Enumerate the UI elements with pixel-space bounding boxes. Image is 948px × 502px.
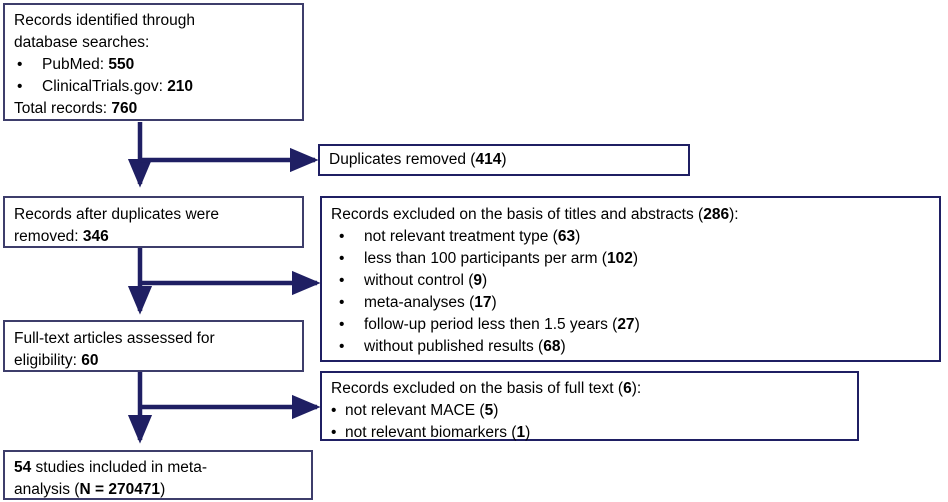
records-after-duplicates-value: 346 <box>82 228 109 245</box>
reason-suffix-2: ) <box>482 272 488 289</box>
excluded-titles-abstracts-box: Records excluded on the basis of titles … <box>320 196 941 362</box>
bullet-icon: • <box>17 78 23 95</box>
records-identified-box: Records identified through database sear… <box>3 3 304 121</box>
reason-label-4: follow-up period less then 1.5 years ( <box>364 316 618 333</box>
total-records-label: Total records: <box>14 100 112 117</box>
excluded-full-text-header: Records excluded on the basis of full te… <box>331 378 849 400</box>
studies-included-count: 54 <box>14 459 32 476</box>
bullet-icon: • <box>339 316 345 333</box>
excluded-titles-header-prefix: Records excluded on the basis of titles … <box>331 206 704 223</box>
records-identified-total: Total records: 760 <box>14 98 294 120</box>
bullet-icon: • <box>339 272 345 289</box>
duplicates-removed-value: 414 <box>475 151 502 168</box>
excluded-titles-reasons-list: • not relevant treatment type (63) • les… <box>331 226 931 358</box>
ft-reason-label-0: not relevant MACE ( <box>345 402 485 419</box>
records-after-duplicates-line-2: removed: 346 <box>14 226 294 248</box>
excluded-full-text-reasons-list: • not relevant MACE (5) • not relevant b… <box>331 400 849 444</box>
excluded-full-text-box: Records excluded on the basis of full te… <box>320 371 859 441</box>
list-item-reason-participants: • less than 100 participants per arm (10… <box>331 248 931 270</box>
reason-value-5: 68 <box>543 338 561 355</box>
studies-included-line-2: analysis (N = 270471) <box>14 479 303 501</box>
bullet-icon: • <box>339 338 345 355</box>
reason-label-3: meta-analyses ( <box>364 294 475 311</box>
reason-suffix-1: ) <box>632 250 638 267</box>
studies-included-box: 54 studies included in meta- analysis (N… <box>3 450 313 500</box>
bullet-icon: • <box>339 228 345 245</box>
full-text-assessed-line-1: Full-text articles assessed for <box>14 330 215 347</box>
reason-label-0: not relevant treatment type ( <box>364 228 558 245</box>
bullet-icon: • <box>339 250 345 267</box>
reason-value-3: 17 <box>474 294 492 311</box>
records-after-duplicates-line-1: Records after duplicates were <box>14 206 220 223</box>
studies-included-prefix: analysis ( <box>14 481 80 498</box>
list-item-reason-without-control: • without control (9) <box>331 270 931 292</box>
ft-reason-value-0: 5 <box>484 402 494 419</box>
duplicates-removed-label: Duplicates removed ( <box>329 151 476 168</box>
ft-reason-suffix-1: ) <box>525 424 531 441</box>
reason-label-2: without control ( <box>364 272 474 289</box>
records-identified-line-1: Records identified through <box>14 12 195 29</box>
ft-reason-suffix-0: ) <box>493 402 499 419</box>
duplicates-removed-text: Duplicates removed (414) <box>329 149 680 171</box>
list-item-reason-mace: • not relevant MACE (5) <box>331 400 849 422</box>
bullet-icon: • <box>339 294 345 311</box>
full-text-assessed-box: Full-text articles assessed for eligibil… <box>3 320 304 372</box>
list-item-pubmed: • PubMed: 550 <box>14 54 294 76</box>
source-label-pubmed: PubMed: <box>42 56 109 73</box>
ft-reason-value-1: 1 <box>516 424 526 441</box>
excluded-full-text-header-value: 6 <box>623 380 632 397</box>
list-item-clinicaltrials: • ClinicalTrials.gov: 210 <box>14 76 294 98</box>
bullet-icon: • <box>17 56 23 73</box>
reason-suffix-4: ) <box>634 316 640 333</box>
ft-reason-label-1: not relevant biomarkers ( <box>345 424 517 441</box>
connector-screening-to-eligibility <box>127 248 321 315</box>
studies-included-text: studies included in meta- <box>31 459 208 476</box>
excluded-titles-abstracts-header: Records excluded on the basis of titles … <box>331 204 931 226</box>
full-text-assessed-line-2: eligibility: 60 <box>14 350 294 372</box>
connector-identification-to-screening <box>127 122 319 188</box>
total-records-value: 760 <box>111 100 138 117</box>
connector-eligibility-to-included <box>127 371 321 444</box>
source-label-clinicaltrials: ClinicalTrials.gov: <box>42 78 168 95</box>
list-item-reason-unpublished: • without published results (68) <box>331 336 931 358</box>
list-item-reason-treatment-type: • not relevant treatment type (63) <box>331 226 931 248</box>
studies-included-line-1: 54 studies included in meta- <box>14 457 303 479</box>
reason-value-4: 27 <box>617 316 635 333</box>
bullet-icon: • <box>331 402 337 419</box>
records-identified-line-2: database searches: <box>14 34 150 51</box>
records-after-duplicates-label: removed: <box>14 228 83 245</box>
studies-included-n-value: N = 270471 <box>79 481 161 498</box>
reason-value-0: 63 <box>557 228 576 245</box>
excluded-full-text-header-suffix: ): <box>631 380 642 397</box>
bullet-icon: • <box>331 424 337 441</box>
full-text-assessed-label: eligibility: <box>14 352 82 369</box>
reason-label-5: without published results ( <box>364 338 544 355</box>
records-after-duplicates-box: Records after duplicates were removed: 3… <box>3 196 304 248</box>
duplicates-removed-suffix: ) <box>501 151 507 168</box>
duplicates-removed-box: Duplicates removed (414) <box>318 144 690 176</box>
list-item-reason-followup: • follow-up period less then 1.5 years (… <box>331 314 931 336</box>
reason-suffix-5: ) <box>560 338 566 355</box>
list-item-reason-meta-analyses: • meta-analyses (17) <box>331 292 931 314</box>
excluded-full-text-header-prefix: Records excluded on the basis of full te… <box>331 380 624 397</box>
full-text-assessed-value: 60 <box>81 352 99 369</box>
reason-suffix-3: ) <box>491 294 497 311</box>
excluded-titles-header-value: 286 <box>703 206 730 223</box>
reason-label-1: less than 100 participants per arm ( <box>364 250 607 267</box>
list-item-reason-biomarkers: • not relevant biomarkers (1) <box>331 422 849 444</box>
excluded-titles-header-suffix: ): <box>729 206 739 223</box>
reason-value-2: 9 <box>473 272 483 289</box>
reason-value-1: 102 <box>606 250 633 267</box>
reason-suffix-0: ) <box>575 228 581 245</box>
source-value-pubmed: 550 <box>108 56 135 73</box>
studies-included-suffix: ) <box>160 481 166 498</box>
source-value-clinicaltrials: 210 <box>167 78 194 95</box>
records-identified-source-list: • PubMed: 550 • ClinicalTrials.gov: 210 <box>14 54 294 98</box>
